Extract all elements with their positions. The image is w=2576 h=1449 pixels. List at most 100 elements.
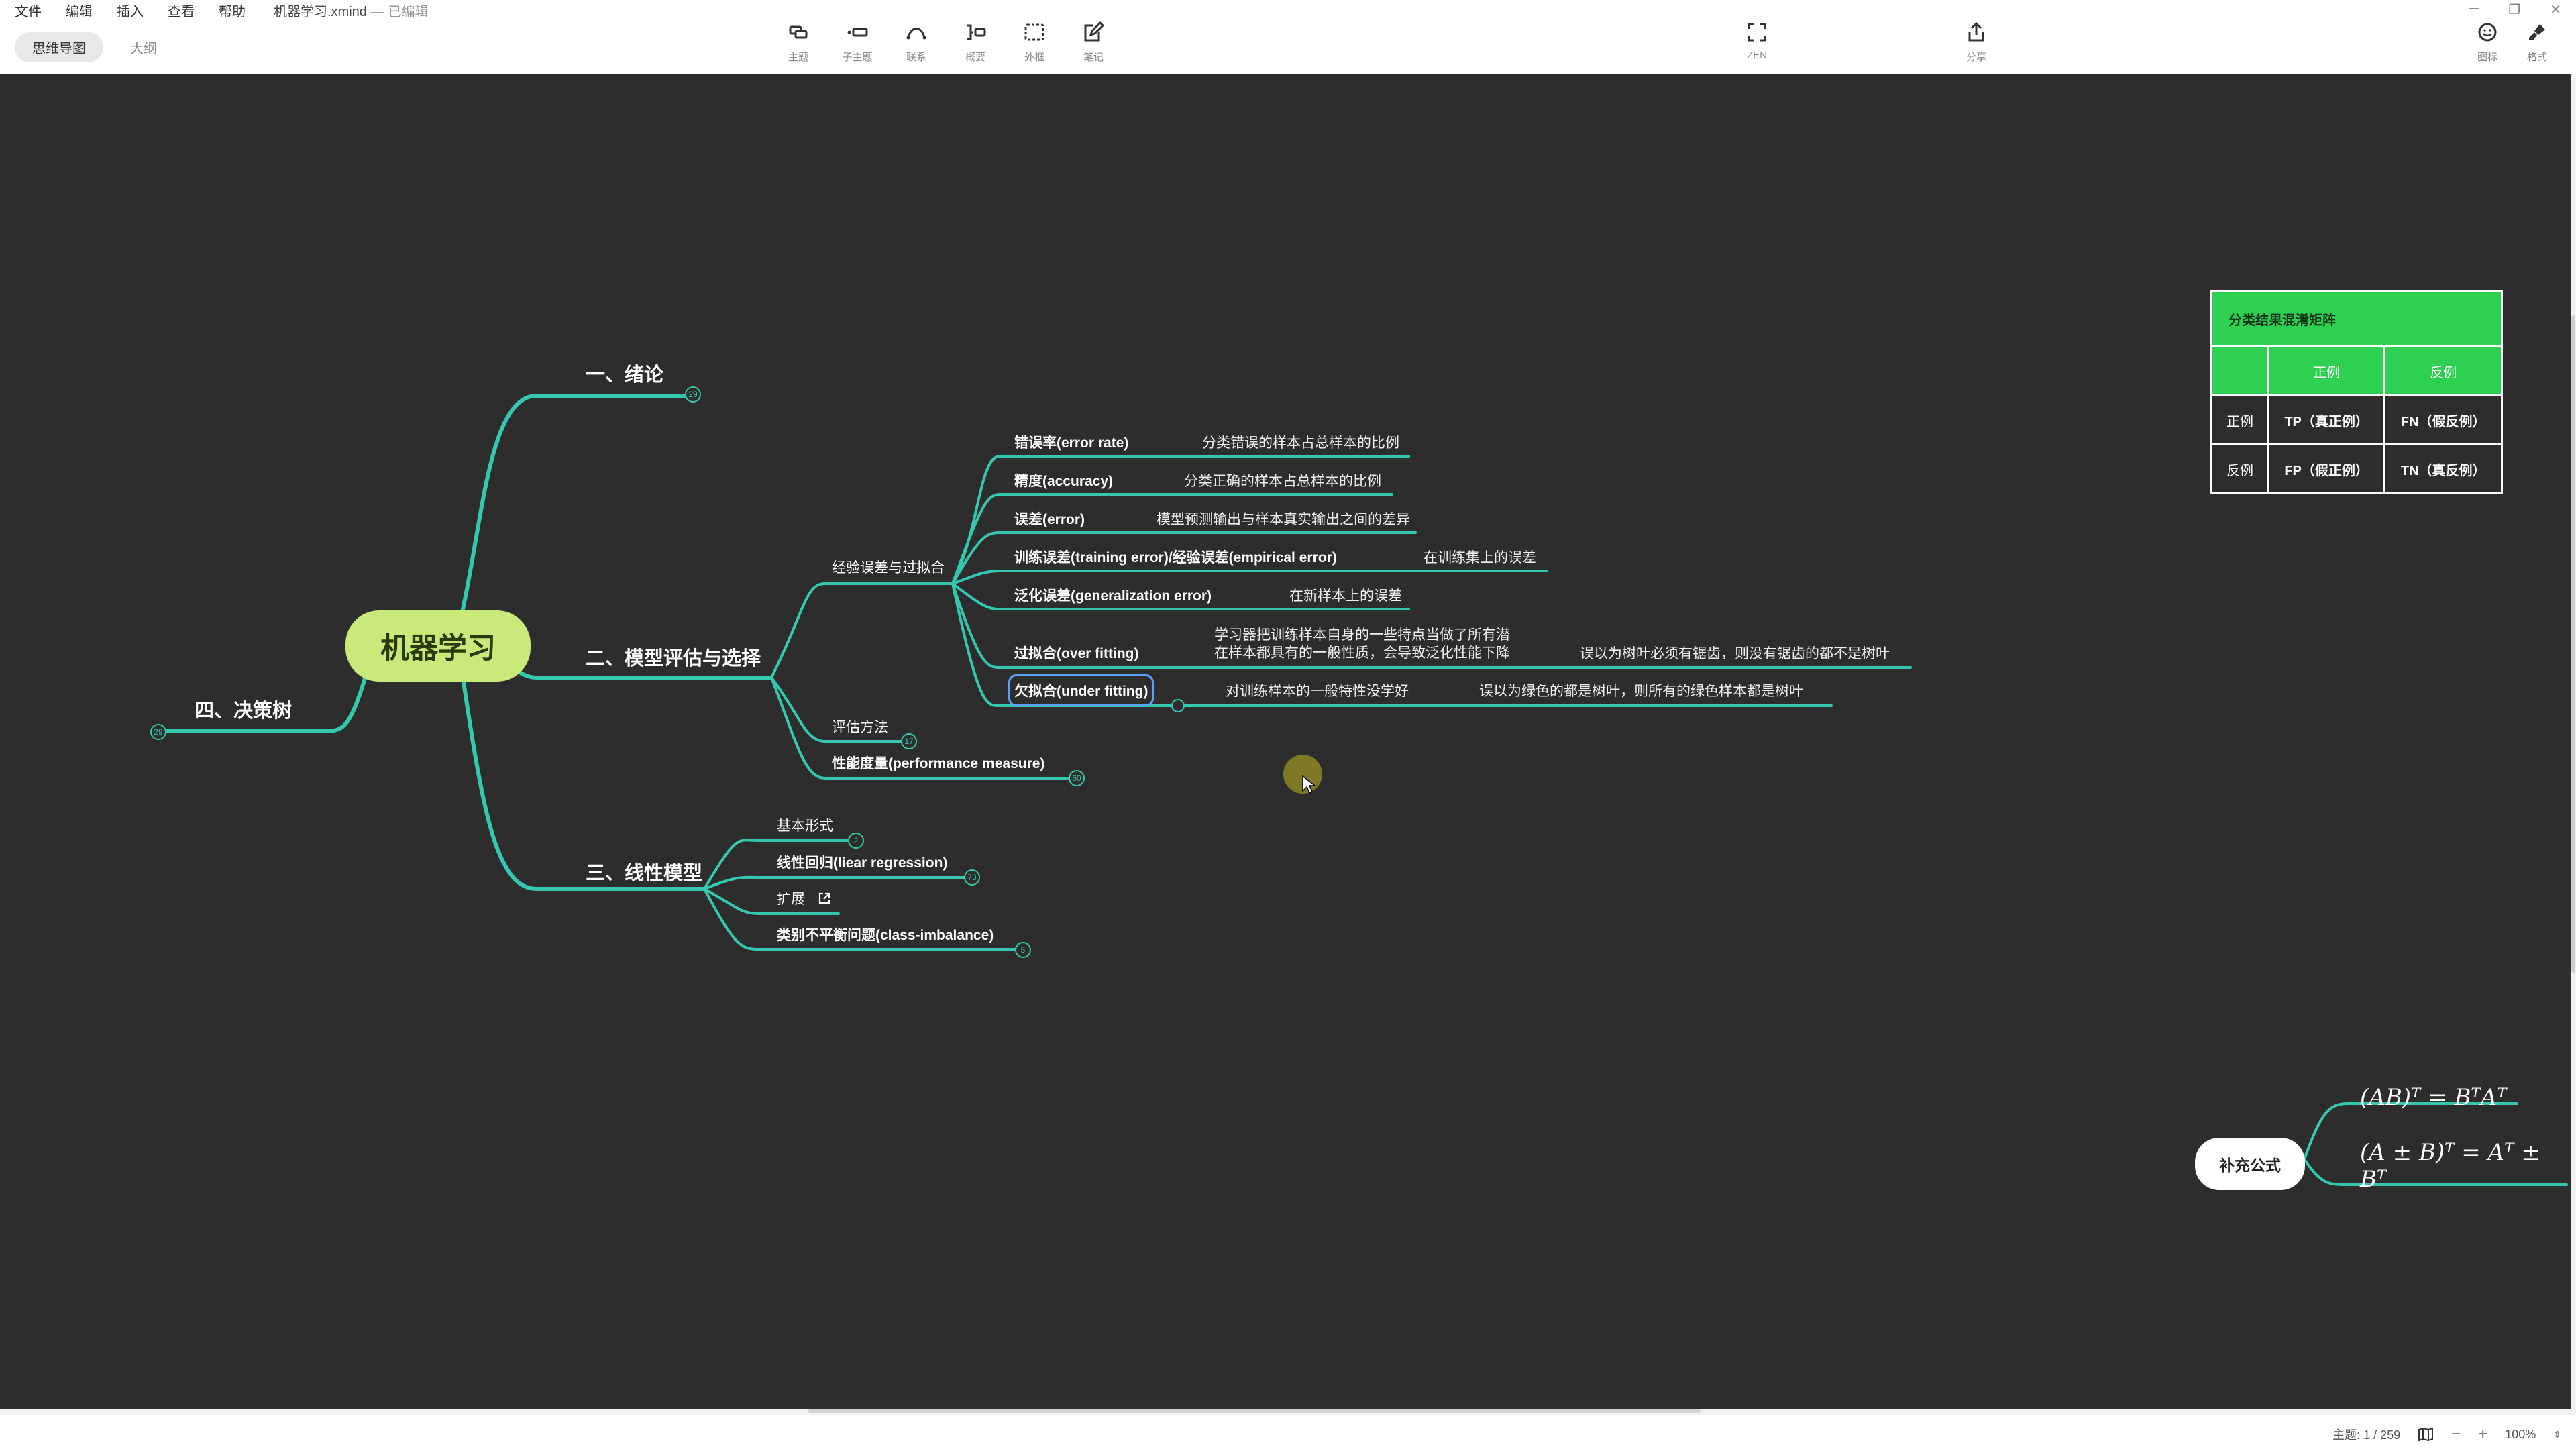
matrix-cell-tn: TN（真反例） [2383,443,2503,494]
desc-training-error[interactable]: 在训练集上的误差 [1424,550,1536,566]
subtopic-extension[interactable]: 扩展 [777,888,832,908]
topic-icon [789,25,808,39]
note-label: 笔记 [1083,52,1104,63]
topic-error-rate[interactable]: 错误率(error rate) [1014,435,1129,451]
zen-label: ZEN [1747,50,1767,61]
collapsed-count-badge[interactable]: 29 [150,724,166,740]
mindmap-canvas[interactable]: 机器学习 一、绪论 29 二、模型评估与选择 经验误差与过拟合 错误率(erro… [0,74,2571,1415]
format-label: 格式 [2526,52,2547,63]
status-bar: 主题: 1 / 259 − + 100% ⇕ [0,1415,2576,1449]
tab-mindmap[interactable]: 思维导图 [15,32,103,62]
menu-edit[interactable]: 编辑 [66,4,93,19]
external-link-icon[interactable] [817,891,832,906]
topic-accuracy[interactable]: 精度(accuracy) [1014,474,1114,489]
menu-view[interactable]: 查看 [168,4,195,19]
zoom-in-icon[interactable]: + [2478,1425,2488,1443]
matrix-corner-cell [2210,345,2269,396]
subtopic-evaluation-methods[interactable]: 评估方法 [832,720,888,735]
desc-generalization-error[interactable]: 在新样本上的误差 [1289,588,1402,604]
window-title: 机器学习.xmind [274,4,367,19]
topic-generalization-error[interactable]: 泛化误差(generalization error) [1014,588,1212,604]
zoom-out-icon[interactable]: − [2451,1425,2461,1443]
desc-error[interactable]: 模型预测输出与样本真实输出之间的差异 [1157,512,1410,527]
status-right: 主题: 1 / 259 − + 100% ⇕ [2332,1425,2561,1444]
top-toolbar: 文件 编辑 插入 查看 帮助 机器学习.xmind — 已编辑 ─ ❐ ✕ 思维… [0,0,2576,74]
share-button[interactable]: 分享 [1949,20,2003,64]
view-tabs: 思维导图 大纲 [15,32,174,62]
confusion-matrix-table[interactable]: 分类结果混淆矩阵 正例 反例 正例 TP（真正例） FN（假反例） 反例 FP（… [2210,290,2503,494]
formula-transpose-product[interactable]: (AB)ᵀ = BᵀAᵀ [2360,1084,2507,1111]
note-button[interactable]: 笔记 [1067,20,1120,64]
central-topic[interactable]: 机器学习 [345,610,531,682]
subtopic-button[interactable]: 子主题 [830,20,884,64]
collapsed-count-badge[interactable]: 2 [848,833,864,849]
note-icon [1084,21,1105,42]
horizontal-scroll-thumb[interactable] [808,1409,1701,1413]
subtopic-class-imbalance[interactable]: 类别不平衡问题(class-imbalance) [777,928,994,943]
collapsed-count-badge[interactable]: 17 [901,733,917,749]
summary-label: 概要 [965,52,985,63]
topic-label: 主题 [788,52,808,63]
minimize-icon[interactable]: ─ [2469,1,2479,16]
format-button[interactable]: 格式 [2510,20,2564,64]
topic-underfitting[interactable]: 欠拟合(under fitting) [1008,674,1155,706]
menu-help[interactable]: 帮助 [219,4,246,19]
collapsed-count-badge[interactable]: 5 [1015,942,1031,958]
zen-button[interactable]: ZEN [1730,20,1784,61]
relationship-icon [906,28,926,40]
vertical-scroll-thumb[interactable] [2571,315,2575,973]
summary-button[interactable]: 概要 [949,20,1002,64]
icon-panel-button[interactable]: 图标 [2461,20,2514,64]
matrix-row-positive: 正例 [2210,394,2269,445]
horizontal-scrollbar[interactable] [0,1409,2576,1415]
zoom-level[interactable]: 100% [2505,1427,2536,1441]
branch-decision-tree[interactable]: 四、决策树 [195,700,292,722]
matrix-col-negative: 反例 [2383,345,2503,396]
edit-status: — 已编辑 [370,4,429,19]
branch-linear-model[interactable]: 三、线性模型 [586,863,703,884]
matrix-cell-fp: FP（假正例） [2267,443,2386,494]
desc-error-rate[interactable]: 分类错误的样本占总样本的比例 [1202,435,1399,451]
subtopic-linear-regression[interactable]: 线性回归(liear regression) [777,855,948,871]
tab-outline[interactable]: 大纲 [130,42,157,56]
menu-file[interactable]: 文件 [15,4,42,19]
branch-lines [159,394,2568,1186]
topic-error[interactable]: 误差(error) [1014,512,1085,527]
desc-underfitting[interactable]: 对训练样本的一般特性没学好 [1226,684,1409,699]
window-controls: ─ ❐ ✕ [2469,1,2561,18]
topic-button[interactable]: 主题 [771,20,825,64]
desc-overfitting-line1[interactable]: 学习器把训练样本自身的一些特点当做了所有潜 [1214,627,1510,643]
collapse-toggle[interactable] [1171,699,1185,712]
matrix-title: 分类结果混淆矩阵 [2210,290,2503,347]
menu-insert[interactable]: 插入 [117,4,144,19]
collapsed-count-badge[interactable]: 29 [685,386,701,402]
boundary-button[interactable]: 外框 [1008,20,1061,64]
subtopic-empirical-error[interactable]: 经验误差与过拟合 [832,560,945,576]
example-underfitting[interactable]: 误以为绿色的都是树叶，则所有的绿色样本都是树叶 [1479,684,1803,699]
subtopic-performance-measure[interactable]: 性能度量(performance measure) [832,756,1045,771]
topic-training-error[interactable]: 训练误差(training error)/经验误差(empirical erro… [1014,550,1337,566]
relationship-button[interactable]: 联系 [890,20,943,64]
topic-count: 主题: 1 / 259 [2332,1428,2401,1442]
zoom-stepper-icon[interactable]: ⇕ [2553,1428,2561,1440]
collapsed-count-badge[interactable]: 60 [1069,770,1085,786]
boundary-label: 外框 [1024,52,1044,63]
branch-introduction[interactable]: 一、绪论 [586,364,664,386]
desc-overfitting-line2[interactable]: 在样本都具有的一般性质，会导致泛化性能下降 [1214,645,1510,661]
formula-transpose-sum[interactable]: (A ± B)ᵀ = Aᵀ ± Bᵀ [2360,1139,2540,1193]
icon-panel-label: 图标 [2477,52,2498,63]
subtopic-basic-form[interactable]: 基本形式 [777,818,833,834]
example-overfitting[interactable]: 误以为树叶必须有锯齿，则没有锯齿的都不是树叶 [1580,646,1890,661]
desc-accuracy[interactable]: 分类正确的样本占总样本的比例 [1184,474,1381,489]
formula-topic[interactable]: 补充公式 [2195,1138,2305,1190]
collapsed-count-badge[interactable]: 73 [964,869,980,885]
maximize-icon[interactable]: ❐ [2508,3,2521,17]
topic-overfitting[interactable]: 过拟合(over fitting) [1014,646,1139,661]
branch-model-evaluation[interactable]: 二、模型评估与选择 [586,648,761,669]
summary-icon [967,24,986,40]
vertical-scrollbar[interactable] [2571,74,2576,1409]
mouse-pointer-icon [1302,775,1316,794]
close-icon[interactable]: ✕ [2550,3,2561,17]
share-icon [1968,21,1984,42]
map-icon[interactable] [2418,1427,2434,1442]
